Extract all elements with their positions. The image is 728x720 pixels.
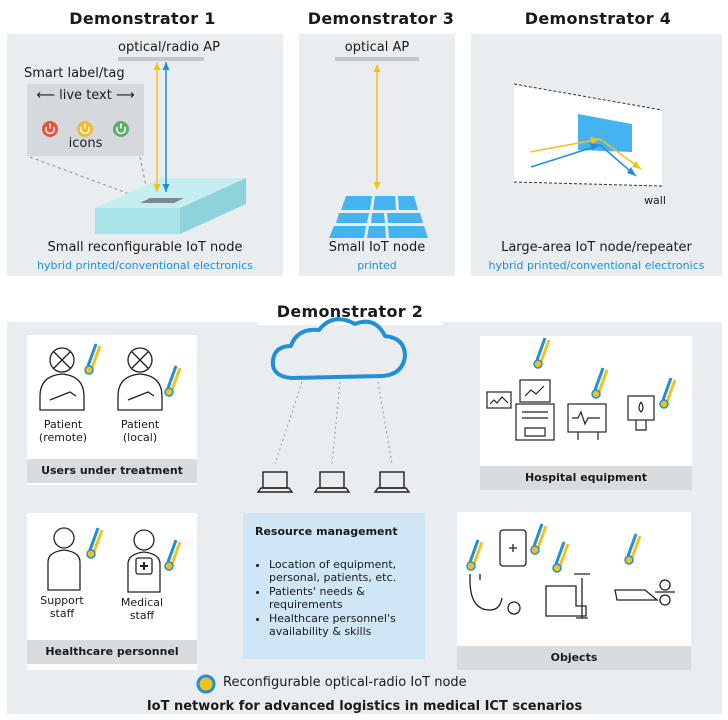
demonstrator-2-title: Demonstrator 2 bbox=[257, 299, 443, 325]
demo1-node-sub: hybrid printed/conventional electronics bbox=[37, 259, 253, 272]
demo1-ap-bar bbox=[118, 57, 204, 61]
demo3-ap-label: optical AP bbox=[344, 40, 410, 55]
users-caption: Users under treatment bbox=[27, 459, 197, 483]
patient-local-label-2: (local) bbox=[122, 431, 158, 444]
demo4-node-sub: hybrid printed/conventional electronics bbox=[488, 259, 705, 272]
patient-local-label-1: Patient bbox=[120, 418, 160, 431]
patient-remote-label-1: Patient bbox=[43, 418, 83, 431]
icons-label: icons bbox=[68, 136, 103, 151]
demo4-node-label: Large-area IoT node/repeater bbox=[501, 240, 692, 255]
demonstrator-1-title: Demonstrator 1 bbox=[45, 6, 240, 32]
objects-caption: Objects bbox=[457, 646, 691, 670]
smart-label-title: Smart label/tag bbox=[24, 66, 125, 81]
demo3-node-label: Small IoT node bbox=[328, 240, 426, 255]
live-text-label: ⟵ live text ⟶ bbox=[36, 88, 135, 103]
legend-label: Reconfigurable optical-radio IoT node bbox=[223, 675, 467, 690]
resource-item: Patients' needs & requirements bbox=[269, 585, 417, 611]
smart-label-box bbox=[27, 84, 144, 156]
demo1-ap-label: optical/radio AP bbox=[117, 40, 220, 55]
support-staff-label-1: Support bbox=[40, 594, 84, 607]
resource-management-list: Location of equipment, personal, patient… bbox=[257, 558, 417, 638]
medical-staff-label-2: staff bbox=[129, 609, 155, 622]
demo3-ap-bar bbox=[335, 57, 419, 61]
footer-title: IoT network for advanced logistics in me… bbox=[146, 699, 583, 714]
resource-management-title: Resource management bbox=[255, 525, 398, 538]
patient-remote-label-2: (remote) bbox=[38, 431, 88, 444]
medical-staff-label-1: Medical bbox=[120, 596, 164, 609]
resource-item: Healthcare personnel's availability & sk… bbox=[269, 612, 417, 638]
support-staff-label-2: staff bbox=[49, 607, 75, 620]
demo1-node-label: Small reconfigurable IoT node bbox=[47, 240, 243, 255]
personnel-caption: Healthcare personnel bbox=[27, 640, 197, 664]
resource-management-box: Resource management Location of equipmen… bbox=[243, 513, 425, 659]
resource-item: Location of equipment, personal, patient… bbox=[269, 558, 417, 584]
demonstrator-3-title: Demonstrator 3 bbox=[296, 6, 466, 32]
demo3-node-sub: printed bbox=[357, 259, 397, 272]
wall-label: wall bbox=[644, 194, 666, 207]
hospital-caption: Hospital equipment bbox=[480, 466, 692, 490]
demonstrator-4-title: Demonstrator 4 bbox=[508, 6, 688, 32]
